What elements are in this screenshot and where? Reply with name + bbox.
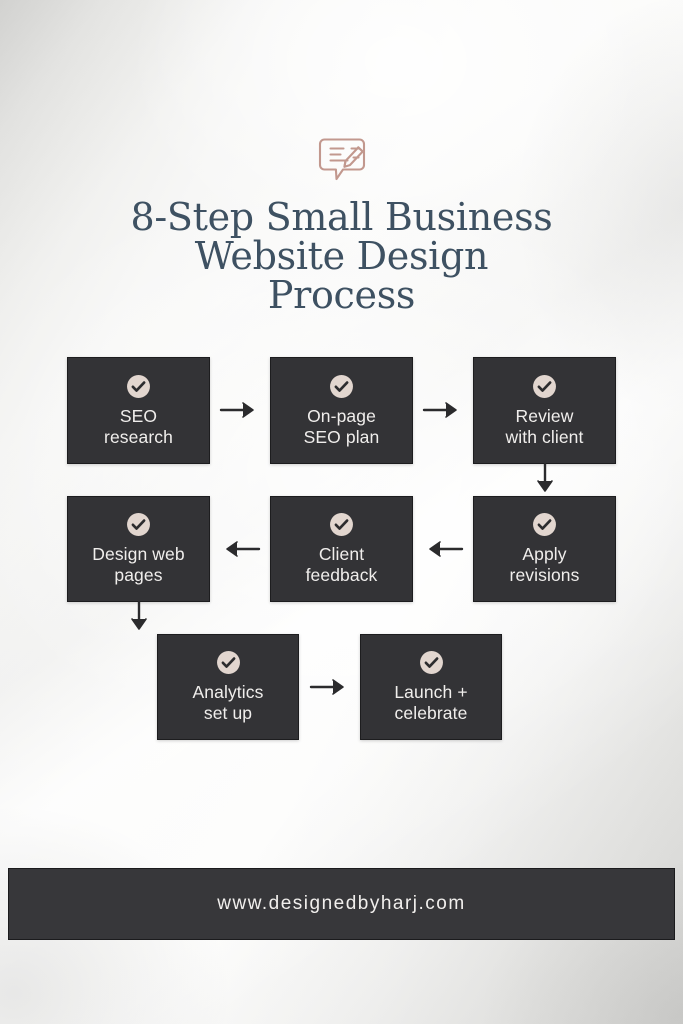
flow-step-1-label: SEO research bbox=[100, 406, 177, 448]
footer-bar: www.designedbyharj.com bbox=[8, 868, 675, 940]
flow-step-2-label-line-1: On-page bbox=[307, 405, 376, 426]
check-circle-icon bbox=[127, 374, 150, 398]
flow-step-7-label-line-2: set up bbox=[203, 703, 253, 723]
connector-arrow-step6-to-step7 bbox=[131, 600, 147, 630]
flow-step-2-on-page-seo-plan[interactable]: On-page SEO plan bbox=[270, 357, 413, 464]
flow-step-7-analytics-set-up[interactable]: Analytics set up bbox=[157, 634, 299, 740]
connector-arrow-step2-to-step3 bbox=[422, 402, 457, 418]
flow-step-2-label-line-2: SEO plan bbox=[303, 426, 380, 447]
flow-step-5-client-feedback[interactable]: Client feedback bbox=[270, 496, 413, 602]
website-url[interactable]: www.designedbyharj.com bbox=[217, 893, 466, 914]
flow-step-8-label: Launch + celebrate bbox=[390, 682, 471, 724]
flow-step-5-label: Client feedback bbox=[302, 544, 382, 586]
check-circle-icon bbox=[533, 513, 556, 536]
check-circle-icon bbox=[330, 374, 353, 398]
flow-step-4-apply-revisions[interactable]: Apply revisions bbox=[473, 496, 616, 602]
header-icon-wrap bbox=[0, 130, 683, 188]
flow-step-8-label-line-1: Launch + bbox=[394, 682, 468, 702]
flow-step-3-label: Review with client bbox=[502, 406, 588, 448]
check-circle-icon bbox=[419, 651, 443, 674]
flow-step-8-label-line-2: celebrate bbox=[394, 703, 468, 723]
page-title-line-2: Website Design bbox=[194, 234, 489, 278]
flow-step-3-label-line-2: with client bbox=[505, 426, 584, 447]
flow-step-6-label-line-1: Design web bbox=[92, 544, 185, 564]
flow-step-6-label: Design web pages bbox=[88, 544, 188, 586]
flow-step-2-label: On-page SEO plan bbox=[300, 406, 384, 448]
flow-step-8-launch-celebrate[interactable]: Launch + celebrate bbox=[360, 634, 502, 740]
connector-arrow-step3-to-step4 bbox=[537, 462, 553, 492]
flow-step-3-label-line-1: Review bbox=[515, 405, 574, 426]
check-circle-icon bbox=[127, 513, 150, 536]
page-title-line-3: Process bbox=[267, 273, 416, 317]
page-title-line-1: 8-Step Small Business bbox=[130, 195, 553, 239]
page-title: 8-Step Small Business Website Design Pro… bbox=[0, 198, 683, 315]
flow-step-7-label: Analytics set up bbox=[189, 682, 268, 724]
check-circle-icon bbox=[330, 513, 353, 536]
flow-step-1-label-line-1: SEO bbox=[119, 405, 158, 426]
flow-step-5-label-line-1: Client bbox=[318, 544, 365, 564]
flow-step-1-seo-research[interactable]: SEO research bbox=[67, 357, 210, 464]
flow-step-3-review-with-client[interactable]: Review with client bbox=[473, 357, 616, 464]
check-circle-icon bbox=[216, 651, 240, 674]
flow-step-4-label-line-1: Apply bbox=[522, 544, 567, 564]
connector-arrow-step4-to-step5 bbox=[429, 541, 464, 557]
connector-arrow-step7-to-step8 bbox=[309, 679, 344, 695]
flow-step-1-label-line-2: research bbox=[104, 426, 173, 447]
flow-step-4-label: Apply revisions bbox=[506, 544, 584, 586]
flow-step-6-label-line-2: pages bbox=[114, 565, 163, 585]
flow-step-6-design-web-pages[interactable]: Design web pages bbox=[67, 496, 210, 602]
flow-step-5-label-line-2: feedback bbox=[305, 565, 378, 585]
flow-step-7-label-line-1: Analytics bbox=[192, 682, 264, 702]
flow-step-4-label-line-2: revisions bbox=[509, 565, 580, 585]
connector-arrow-step5-to-step6 bbox=[226, 541, 261, 557]
speech-bubble-pencil-icon bbox=[318, 138, 365, 181]
connector-arrow-step1-to-step2 bbox=[219, 402, 254, 418]
check-circle-icon bbox=[533, 374, 556, 398]
